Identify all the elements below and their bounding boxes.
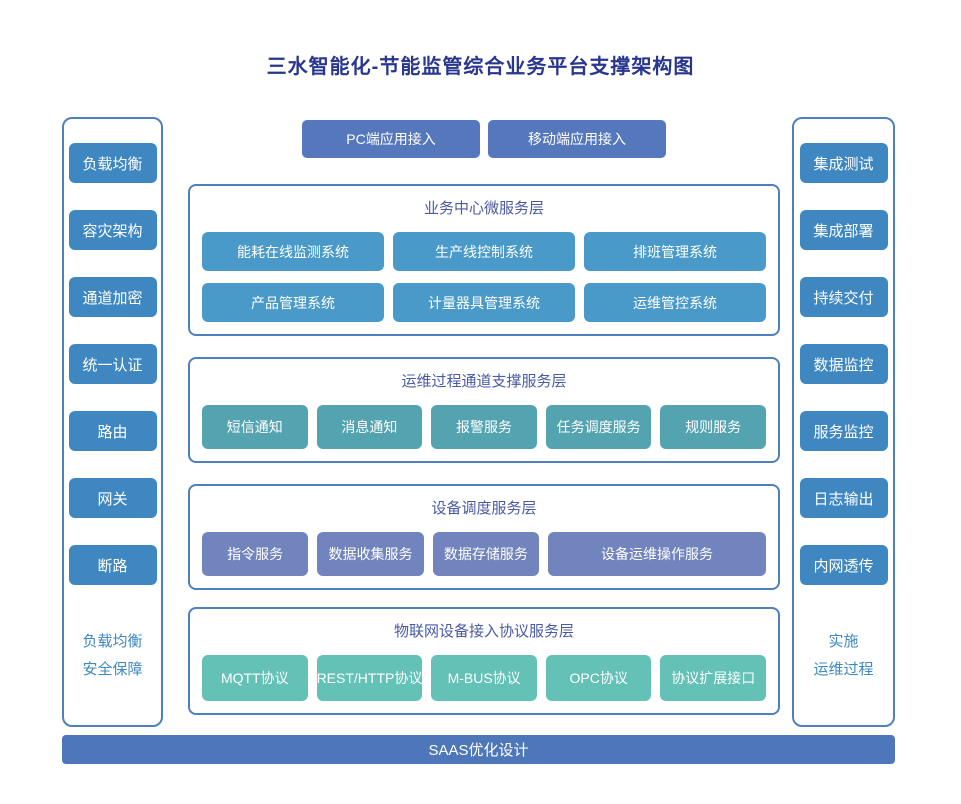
left-panel-security: 负载均衡 容灾架构 通道加密 统一认证 路由 网关 断路 负载均衡 安全保障: [62, 117, 163, 727]
layer-business-microservices: 业务中心微服务层 能耗在线监测系统 生产线控制系统 排班管理系统 产品管理系统 …: [188, 184, 780, 336]
box-energy-online-monitoring-system: 能耗在线监测系统: [202, 232, 384, 271]
layer-business-row2: 产品管理系统 计量器具管理系统 运维管控系统: [202, 283, 766, 322]
box-data-collection-service: 数据收集服务: [317, 532, 424, 576]
left-panel-caption: 负载均衡 安全保障: [82, 628, 142, 684]
left-panel-caption-line2: 安全保障: [82, 661, 143, 678]
box-unified-auth: 统一认证: [68, 344, 157, 384]
layer-channel-row: 短信通知 消息通知 报警服务 任务调度服务 规则服务: [202, 405, 766, 449]
box-task-scheduling-service: 任务调度服务: [545, 405, 652, 449]
box-ops-management-control-system: 运维管控系统: [584, 283, 766, 322]
box-production-line-control-system: 生产线控制系统: [393, 232, 575, 271]
box-rule-service: 规则服务: [660, 405, 766, 449]
layer-business-row1: 能耗在线监测系统 生产线控制系统 排班管理系统: [202, 232, 766, 271]
layer-device-dispatch: 设备调度服务层 指令服务 数据收集服务 数据存储服务 设备运维操作服务: [188, 484, 780, 590]
box-rest-http-protocol: REST/HTTP协议: [316, 655, 423, 701]
box-log-output: 日志输出: [799, 478, 888, 518]
box-m-bus-protocol: M-BUS协议: [431, 655, 537, 701]
box-continuous-delivery: 持续交付: [799, 277, 888, 317]
box-message-notification: 消息通知: [316, 405, 423, 449]
layer-iot-protocol: 物联网设备接入协议服务层 MQTT协议 REST/HTTP协议 M-BUS协议 …: [188, 607, 780, 715]
box-device-ops-operation-service: 设备运维操作服务: [548, 532, 767, 576]
box-disaster-recovery: 容灾架构: [68, 210, 157, 250]
box-circuit-break: 断路: [68, 545, 157, 585]
layer-dispatch-title: 设备调度服务层: [431, 500, 537, 517]
box-opc-protocol: OPC协议: [545, 655, 652, 701]
box-intranet-passthrough: 内网透传: [799, 545, 888, 585]
box-sms-notification: 短信通知: [202, 405, 308, 449]
box-pc-app-access: PC端应用接入: [302, 120, 480, 158]
page-title: 三水智能化-节能监管综合业务平台支撑架构图: [266, 56, 695, 78]
right-panel-caption-line1: 实施: [828, 633, 859, 650]
box-metering-instrument-management-system: 计量器具管理系统: [393, 283, 575, 322]
box-data-monitoring: 数据监控: [799, 344, 888, 384]
box-channel-encryption: 通道加密: [68, 277, 157, 317]
app-access-row: PC端应用接入 移动端应用接入: [188, 120, 780, 158]
box-command-service: 指令服务: [202, 532, 309, 576]
box-data-storage-service: 数据存储服务: [432, 532, 540, 576]
box-mobile-app-access: 移动端应用接入: [488, 120, 666, 158]
box-shift-scheduling-system: 排班管理系统: [584, 232, 766, 271]
box-product-management-system: 产品管理系统: [202, 283, 384, 322]
box-protocol-extension-interface: 协议扩展接口: [660, 655, 767, 701]
box-integration-deploy: 集成部署: [799, 210, 888, 250]
layer-protocol-title: 物联网设备接入协议服务层: [393, 623, 574, 640]
right-panel-caption-line2: 运维过程: [813, 661, 874, 678]
layer-protocol-row: MQTT协议 REST/HTTP协议 M-BUS协议 OPC协议 协议扩展接口: [202, 655, 767, 701]
left-panel-caption-line1: 负载均衡: [82, 633, 143, 650]
box-alarm-service: 报警服务: [431, 405, 537, 449]
right-panel-devops: 集成测试 集成部署 持续交付 数据监控 服务监控 日志输出 内网透传 实施 运维…: [792, 117, 895, 727]
saas-optimization-bar: SAAS优化设计: [62, 735, 895, 764]
box-integration-test: 集成测试: [799, 143, 888, 183]
layer-dispatch-row: 指令服务 数据收集服务 数据存储服务 设备运维操作服务: [202, 532, 767, 576]
box-routing: 路由: [68, 411, 157, 451]
box-gateway: 网关: [68, 478, 157, 518]
box-service-monitoring: 服务监控: [799, 411, 888, 451]
layer-ops-channel-support: 运维过程通道支撑服务层 短信通知 消息通知 报警服务 任务调度服务 规则服务: [188, 357, 780, 463]
layer-business-title: 业务中心微服务层: [423, 200, 544, 217]
box-mqtt-protocol: MQTT协议: [202, 655, 308, 701]
right-panel-caption: 实施 运维过程: [813, 628, 873, 684]
layer-channel-title: 运维过程通道支撑服务层: [401, 373, 567, 390]
box-load-balancing: 负载均衡: [68, 143, 157, 183]
